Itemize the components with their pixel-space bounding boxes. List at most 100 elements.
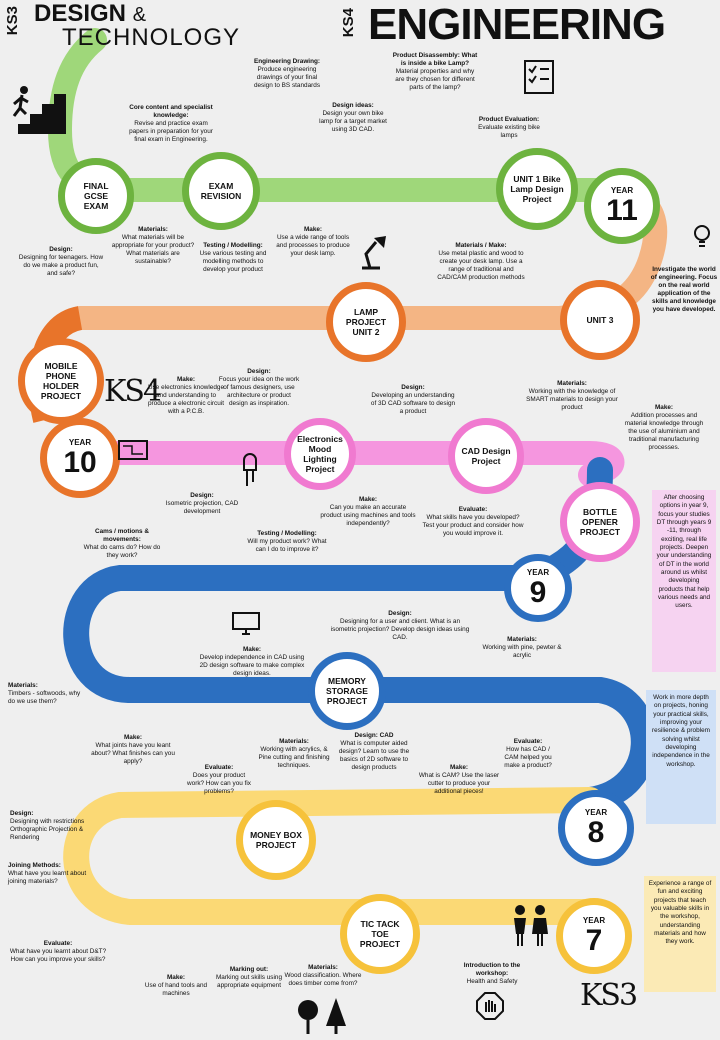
note-product-evaluation-title: Product Evaluation: <box>478 116 540 123</box>
note-product-disassembly-body: Material properties and why are they cho… <box>395 68 475 91</box>
note-design-ideas-body: Design your own bike lamp for a target m… <box>319 110 387 133</box>
students-icon <box>514 905 548 946</box>
note-make-hand-title: Make: <box>166 974 186 981</box>
engineering-title: ENGINEERING <box>368 0 666 49</box>
note-materials-wood: Materials:Wood classification. Where doe… <box>280 964 366 988</box>
ampersand: & <box>132 4 147 26</box>
note-design-ideas-title: Design ideas: <box>332 102 374 109</box>
note-joining-body: What have you learnt about joining mater… <box>8 870 87 885</box>
note-materials-acrylic-title: Materials: <box>279 738 309 745</box>
note-intro-workshop: Introduction to the workshop:Health and … <box>452 962 532 986</box>
note-eng-drawing: Engineering Drawing:Produce engineering … <box>252 58 322 90</box>
year10-year-label: YEAR <box>68 438 92 448</box>
note-materials-exam: Materials:What materials will be appropr… <box>108 226 198 266</box>
note-materials-make: Materials / Make:Use metal plastic and w… <box>434 242 528 282</box>
electronics-circle: Electronics Mood Lighting Project <box>284 418 356 490</box>
final-exam-label: FINAL GCSE EXAM <box>83 180 109 212</box>
year8-year-label: YEAR <box>584 808 608 818</box>
note-make-hand: Make:Use of hand tools and machines <box>136 974 216 998</box>
note-marking-out: Marking out:Marking out skills using app… <box>212 966 286 990</box>
checklist-icon <box>524 60 554 94</box>
note-design-restrictions-body: Designing with restrictions Orthographic… <box>10 818 85 841</box>
note-make-cam-title: Make: <box>449 764 469 771</box>
unit1-label: UNIT 1 Bike Lamp Design Project <box>510 173 564 205</box>
note-design-famous-body: Focus your idea on the work of famous de… <box>218 376 300 407</box>
year9-side-text: After choosing options in year 9, focus … <box>656 494 712 610</box>
note-design-cad-basics-title: Design: CAD <box>354 732 394 739</box>
year11-number: 11 <box>606 193 638 227</box>
ks3-handwritten-mark: KS3 <box>580 978 638 1013</box>
memory-storage-circle: MEMORY STORAGE PROJECT <box>308 652 386 730</box>
note-make-lamp-title: Make: <box>303 226 323 233</box>
lightbulb-icon <box>694 225 710 247</box>
note-evaluate-problems-title: Evaluate: <box>204 764 234 771</box>
exam-revision-label: EXAM REVISION <box>200 180 242 201</box>
note-evaluate-dt-body: What have you learnt about D&T? How can … <box>9 948 107 963</box>
year8-side-panel: Work in more depth on projects, honing y… <box>646 690 716 824</box>
note-materials-acrylic: Materials:Working with acrylics, & Pine … <box>254 738 334 770</box>
note-marking-out-body: Marking out skills using appropriate equ… <box>215 974 283 989</box>
note-evaluate-problems: Evaluate:Does your product work? How can… <box>184 764 254 796</box>
stop-hand-icon <box>476 992 504 1020</box>
note-core-content: Core content and specialist knowledge:Re… <box>128 104 214 144</box>
note-materials-smart-title: Materials: <box>557 380 587 387</box>
note-design-famous: Design:Focus your idea on the work of fa… <box>218 368 300 408</box>
unit1-circle: UNIT 1 Bike Lamp Design Project <box>496 148 578 230</box>
note-testing-lamp-body: Use various testing and modelling method… <box>199 250 267 273</box>
note-make-lamp: Make:Use a wide range of tools and proce… <box>276 226 350 258</box>
note-materials-make-body: Use metal plastic and wood to create you… <box>437 250 525 281</box>
note-evaluate-skills: Evaluate:What skills have you developed?… <box>420 506 526 538</box>
note-investigate-body: Investigate the world of engineering. Fo… <box>650 266 718 313</box>
note-design-ideas: Design ideas:Design your own bike lamp f… <box>318 102 388 134</box>
note-evaluate-cadcam-title: Evaluate: <box>513 738 543 745</box>
note-design-3dcad-title: Design: <box>401 384 425 391</box>
note-design-isometric: Design:Isometric projection, CAD develop… <box>162 492 242 516</box>
note-design-user-title: Design: <box>388 610 412 617</box>
note-make-joints: Make:What joints have you leant about? W… <box>90 734 176 766</box>
circuit-board-icon <box>118 440 148 460</box>
cad-design-label: CAD Design Project <box>461 445 511 466</box>
year11-year-label: YEAR <box>610 186 634 196</box>
note-marking-out-title: Marking out: <box>229 966 269 973</box>
note-investigate: Investigate the world of engineering. Fo… <box>650 266 718 314</box>
money-box-label: MONEY BOX PROJECT <box>250 829 302 850</box>
note-make-accurate-title: Make: <box>358 496 378 503</box>
note-core-content-title: Core content and specialist knowledge: <box>129 104 213 119</box>
note-evaluate-skills-body: What skills have you developed? Test you… <box>422 514 524 537</box>
note-eng-drawing-body: Produce engineering drawings of your fin… <box>253 66 321 89</box>
year8-side-text: Work in more depth on projects, honing y… <box>652 694 710 768</box>
note-make-lamp-body: Use a wide range of tools and processes … <box>276 234 350 257</box>
note-make-joints-body: What joints have you leant about? What f… <box>91 742 175 765</box>
note-make-aluminium: Make:Addition processes and material kno… <box>624 404 704 452</box>
note-materials-wood-body: Wood classification. Where does timber c… <box>284 972 362 987</box>
year9-number: 9 <box>529 575 547 609</box>
note-materials-wood-title: Materials: <box>308 964 338 971</box>
lamp-project-circle: LAMP PROJECT UNIT 2 <box>326 282 406 362</box>
unit3-circle: UNIT 3 <box>560 280 640 360</box>
note-testing-improve-body: Will my product work? What can I do to i… <box>247 538 327 553</box>
note-make-2dcad: Make:Develop independence in CAD using 2… <box>196 646 308 678</box>
stairs-climber-icon <box>12 86 66 134</box>
note-design-3dcad: Design:Developing an understanding of 3D… <box>370 384 456 416</box>
note-materials-acrylic-body: Working with acrylics, & Pine cutting an… <box>258 746 330 769</box>
note-eng-drawing-title: Engineering Drawing: <box>253 58 321 65</box>
note-intro-workshop-body: Health and Safety <box>466 978 518 985</box>
trees-icon <box>298 998 346 1034</box>
computer-icon <box>232 612 260 635</box>
note-materials-pine: Materials:Working with pine, pewter & ac… <box>482 636 562 660</box>
note-materials-make-title: Materials / Make: <box>455 242 507 249</box>
year9-side-panel: After choosing options in year 9, focus … <box>652 490 716 672</box>
note-product-disassembly-title: Product Disassembly: What is inside a bi… <box>392 52 478 67</box>
bottle-opener-label: BOTTLE OPENER PROJECT <box>579 506 621 538</box>
note-intro-workshop-title: Introduction to the workshop: <box>463 962 521 977</box>
lamp-project-label: LAMP PROJECT UNIT 2 <box>345 306 387 338</box>
note-design-famous-title: Design: <box>247 368 271 375</box>
note-testing-improve: Testing / Modelling:Will my product work… <box>244 530 330 554</box>
ks4-handwritten-mark: KS4 <box>104 374 162 409</box>
note-make-cam-body: What is CAM? Use the laser cutter to pro… <box>418 772 500 795</box>
note-make-pcb-title: Make: <box>176 376 196 383</box>
note-design-isometric-body: Isometric projection, CAD development <box>165 500 239 515</box>
note-joining-title: Joining Methods: <box>8 862 61 869</box>
lamp-icon <box>362 236 386 270</box>
